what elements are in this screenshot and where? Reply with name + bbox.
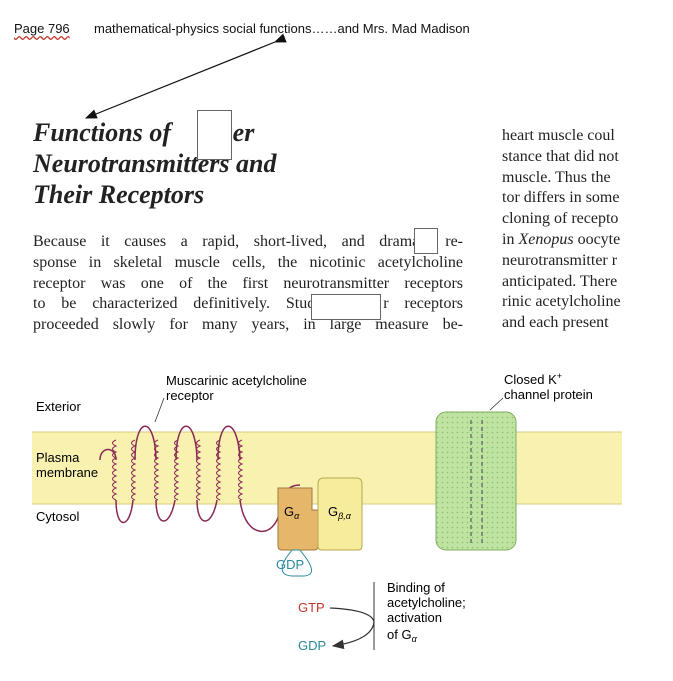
label-membrane: membrane: [36, 465, 98, 480]
handwritten-note: mathematical-physics social functions……a…: [94, 21, 470, 36]
label-gdp: GDP: [298, 638, 326, 653]
exchange-arrow: [329, 607, 375, 650]
label-gtp: GTP: [298, 600, 325, 615]
gdp-bound-shape: [281, 549, 312, 577]
receptor-coils: [112, 439, 244, 501]
k-channel-texture: [436, 412, 516, 550]
g-beta-subunit: [317, 477, 363, 551]
label-plasma: Plasma: [36, 450, 80, 465]
label-g-alpha: Gα: [284, 504, 300, 521]
label-cytosol: Cytosol: [36, 509, 79, 524]
leader-line: [489, 397, 504, 411]
label-closed-k: Closed K+: [504, 371, 562, 387]
label-binding-4: of Gα: [387, 627, 418, 644]
label-muscarinic: Muscarinic acetylcholine: [166, 373, 307, 388]
arrow-line: [84, 33, 287, 119]
label-binding-2: acetylcholine;: [387, 595, 466, 610]
redaction-box: [311, 294, 381, 320]
label-binding-1: Binding of: [387, 580, 445, 595]
page-reference: Page 796: [14, 21, 70, 36]
redaction-box: [197, 110, 232, 160]
label-channel-protein: channel protein: [504, 387, 593, 402]
receptor-figure: Muscarinic acetylcholine receptor Exteri…: [32, 371, 622, 653]
muscarinic-receptor: [99, 425, 301, 533]
leader-line: [154, 397, 165, 423]
body-paragraph: Because it causes a rapid, short-lived, …: [33, 233, 463, 334]
redaction-box: [414, 228, 438, 254]
label-exterior: Exterior: [36, 399, 81, 414]
label-g-beta: Gβ,α: [328, 504, 352, 521]
label-gdp-bound: GDP: [276, 557, 304, 572]
right-column-text: heart muscle coul stance that did not mu…: [502, 127, 621, 332]
label-receptor: receptor: [166, 388, 214, 403]
label-binding-3: activation: [387, 610, 442, 625]
